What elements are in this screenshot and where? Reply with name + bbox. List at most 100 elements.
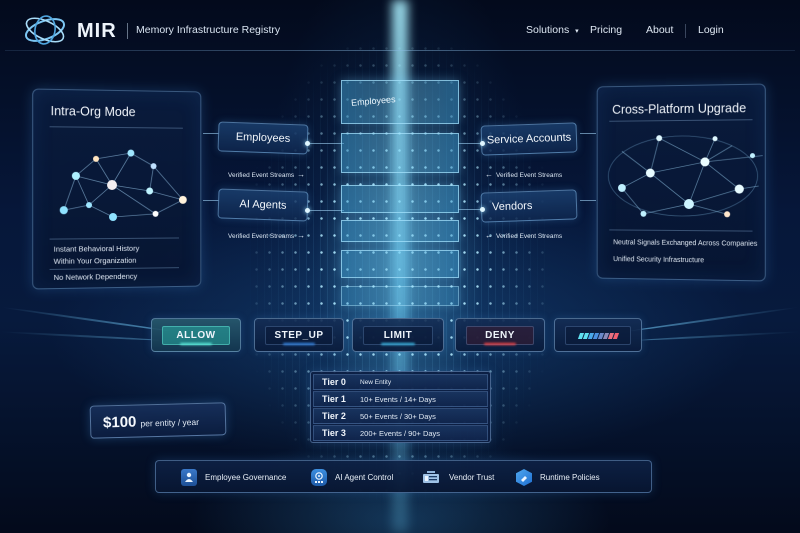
entity-card-employees[interactable]: Employees xyxy=(217,121,309,155)
panel-text-line: Neutral Signals Exchanged Across Compani… xyxy=(613,239,758,248)
chevron-down-icon: ▾ xyxy=(575,28,579,35)
panel-title: Cross-Platform Upgrade xyxy=(612,101,747,117)
feature-bar: Employee Governance AI Agent Control Ven… xyxy=(155,460,652,493)
logo-subtitle: Memory Infrastructure Registry xyxy=(136,24,281,36)
registry-tower-layer xyxy=(341,250,459,278)
header-divider xyxy=(5,50,795,51)
tier-description: 10+ Events / 14+ Days xyxy=(360,394,436,404)
nav-login[interactable]: Login xyxy=(698,24,724,36)
connector-line xyxy=(203,200,219,201)
feature-vendor-trust[interactable]: Vendor Trust xyxy=(421,469,494,486)
cross-platform-upgrade-panel: Cross-Platform Upgrade Neutral Signals E… xyxy=(596,83,766,282)
tier-description: 200+ Events / 90+ Days xyxy=(360,428,441,438)
event-stream-label: Verified Event Streams→ xyxy=(228,231,308,240)
intra-org-mode-panel: Intra-Org Mode Instant Behavioral Histor… xyxy=(32,88,202,290)
light-wave-right-2 xyxy=(640,330,800,342)
panel-text-line: No Network Dependency xyxy=(53,271,138,283)
connector-node xyxy=(480,207,485,212)
panel-divider xyxy=(609,119,753,122)
tier-name: Tier 0 xyxy=(322,377,346,387)
feature-ai-agent-control[interactable]: AI Agent Control xyxy=(311,469,393,486)
panel-divider xyxy=(49,237,180,240)
limit-glow xyxy=(381,343,415,345)
entity-card-vendors[interactable]: Vendors xyxy=(480,189,578,223)
decision-deny-button[interactable]: DENY xyxy=(455,318,545,352)
entity-label: Employees xyxy=(235,131,291,145)
connector-line xyxy=(458,143,483,144)
arrow-right-icon: → xyxy=(297,231,306,240)
feature-label: Runtime Policies xyxy=(540,473,600,482)
decision-step-up-button[interactable]: STEP_UP xyxy=(254,318,344,352)
connector-node xyxy=(305,208,310,213)
event-stream-label: ←Verified Event Streams xyxy=(482,231,562,240)
tier-name: Tier 1 xyxy=(322,394,346,404)
panel-divider xyxy=(49,126,183,129)
light-wave-left-2 xyxy=(0,330,160,342)
tier-row: Tier 3 200+ Events / 90+ Days xyxy=(313,425,488,441)
tier-name: Tier 3 xyxy=(322,428,346,438)
entity-label: AI Agents xyxy=(239,198,287,212)
network-graph-icon xyxy=(603,125,762,226)
decision-limit-button[interactable]: LIMIT xyxy=(352,318,444,352)
connector-line xyxy=(580,200,596,201)
mir-orbit-logo-icon[interactable] xyxy=(22,13,68,47)
risk-meter-button[interactable] xyxy=(554,318,642,352)
feature-label: Vendor Trust xyxy=(449,473,495,482)
price-amount: $100 xyxy=(102,413,137,432)
risk-meter-bars xyxy=(577,332,619,339)
pricing-badge: $100 per entity / year xyxy=(89,402,227,439)
feature-label: Employee Governance xyxy=(205,473,287,482)
stream-text: Verified Event Streams xyxy=(228,172,295,179)
connector-line xyxy=(306,143,344,144)
nav-pricing[interactable]: Pricing xyxy=(590,24,623,36)
entity-label: Vendors xyxy=(491,199,533,214)
decision-allow-button[interactable]: ALLOW xyxy=(151,318,241,352)
logo-separator xyxy=(127,23,128,39)
panel-text-line: Instant Behavioral History xyxy=(53,243,140,254)
event-stream-label: Verified Event Streams→ xyxy=(228,170,308,179)
ai-agent-icon xyxy=(311,469,327,486)
panel-text-line: Within Your Organization xyxy=(53,255,137,266)
connector-line xyxy=(203,133,219,134)
nav-solutions[interactable]: Solutions ▾ xyxy=(526,24,579,36)
risk-meter-icon xyxy=(565,326,631,345)
feature-label: AI Agent Control xyxy=(335,473,394,482)
price-unit: per entity / year xyxy=(140,416,200,429)
registry-tower-layer xyxy=(341,220,459,242)
entity-card-ai-agents[interactable]: AI Agents xyxy=(217,188,309,222)
step-up-glow xyxy=(283,343,315,345)
allow-glow xyxy=(180,343,212,345)
arrow-left-icon: ← xyxy=(485,231,493,240)
connector-node xyxy=(305,141,310,146)
panel-divider xyxy=(49,267,180,270)
logo-text[interactable]: MIR xyxy=(77,20,117,42)
registry-tower-layer xyxy=(341,185,459,213)
feature-runtime-policies[interactable]: Runtime Policies xyxy=(516,469,600,486)
top-navigation: MIR Memory Infrastructure Registry Solut… xyxy=(0,0,800,52)
registry-tower-layer xyxy=(341,286,459,306)
policy-icon xyxy=(516,469,532,486)
feature-employee-governance[interactable]: Employee Governance xyxy=(181,469,286,486)
entity-label: Service Accounts xyxy=(486,131,572,147)
panel-divider xyxy=(609,229,753,232)
deny-glow xyxy=(484,343,516,345)
stream-text: Verified Event Streams xyxy=(496,172,563,179)
tier-row: Tier 2 50+ Events / 30+ Days xyxy=(313,408,488,424)
event-stream-label: ←Verified Event Streams xyxy=(482,170,562,179)
nav-about[interactable]: About xyxy=(646,24,674,36)
panel-text-line: Unified Security Infrastructure xyxy=(613,256,705,265)
network-graph-icon xyxy=(59,149,187,221)
stream-text: Verified Event Streams xyxy=(496,233,563,240)
registry-tower-layer xyxy=(341,80,459,124)
nav-solutions-label: Solutions xyxy=(526,24,570,36)
user-badge-icon xyxy=(181,469,197,486)
entity-card-service-accounts[interactable]: Service Accounts xyxy=(480,122,578,156)
nav-separator xyxy=(685,24,686,38)
tier-description: 50+ Events / 30+ Days xyxy=(360,411,436,421)
panel-title: Intra-Org Mode xyxy=(50,104,136,120)
tier-description: New Entity xyxy=(360,378,392,386)
connector-node xyxy=(480,141,485,146)
trust-tier-table: Tier 0 New Entity Tier 1 10+ Events / 14… xyxy=(310,371,491,443)
arrow-right-icon: → xyxy=(297,170,306,179)
tier-row: Tier 1 10+ Events / 14+ Days xyxy=(313,391,488,407)
